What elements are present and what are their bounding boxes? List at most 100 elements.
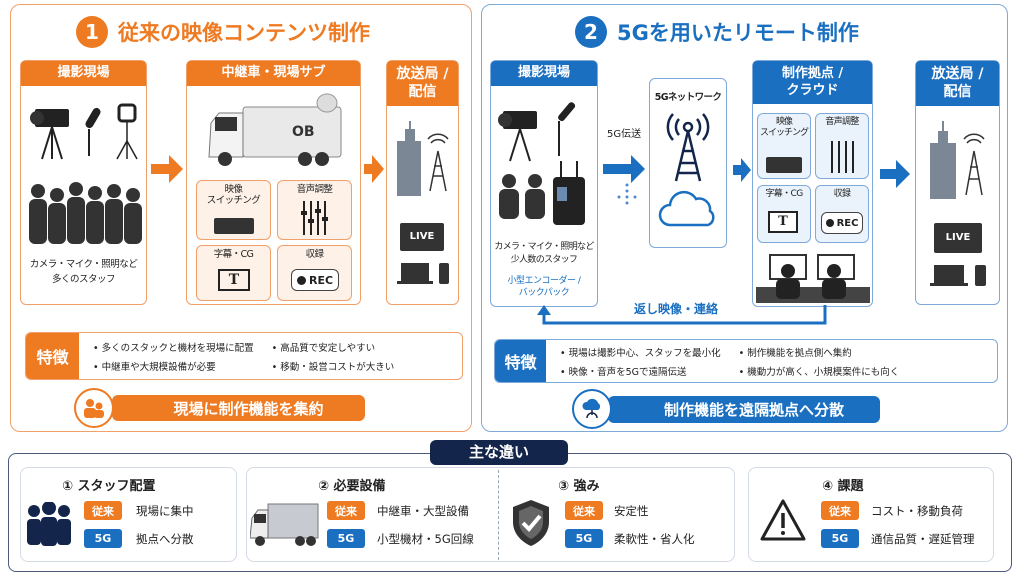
building-tower-icon [397,121,449,196]
5g-value: 小型機材・5G回線 [377,532,474,546]
traditional-panel [10,4,472,432]
difference-card [20,467,237,562]
card-title: ④ 課題 [822,479,864,494]
title-text: 従来の映像コンテンツ制作 [118,21,370,45]
number-badge: 2 [575,16,607,48]
laptop-phone-icon [930,265,986,286]
divider [498,470,499,560]
feature-item: • 現場は撮影中心、スタッフを最小化 [560,347,721,359]
function-switching: 映像 スイッチング [196,180,271,240]
ob-truck-icon [208,93,342,166]
features-label: 特徴 [495,340,546,382]
card-title: ③ 強み [558,479,600,494]
tag-traditional: 従来 [84,501,122,520]
features-label: 特徴 [26,333,79,379]
truck-icon [250,503,319,546]
staff-group-icon [29,182,142,244]
broadcast-box: 放送局 / 配信 LIVE [386,60,459,305]
remote-title: 2 5Gを用いたリモート制作 [575,16,859,48]
card-title: ① スタッフ配置 [62,479,156,494]
remote-summary: 制作機能を遠隔拠点へ分散 [608,396,880,423]
antenna-tower-icon [666,113,710,182]
site-caption: カメラ・マイク・照明など 多くのスタッフ [29,259,138,286]
tag-traditional: 従来 [327,501,365,520]
feature-item: • 機動力が高く、小規模案件にも向く [738,366,900,378]
site-box: 撮影現場 カメラ・マイク・照明など 多くのスタッフ [20,60,147,305]
live-tv-icon: LIVE [934,223,982,253]
function-graphics: 字幕・CG [196,245,271,301]
tag-5g: 5G [821,529,859,548]
remote-features: 特徴 • 現場は撮影中心、スタッフを最小化 • 制作機能を拠点側へ集約 • 映像… [494,339,998,383]
tag-5g: 5G [327,529,365,548]
fader-icon [831,141,854,173]
site-header: 撮影現場 [491,61,597,86]
ob-van-box: 中継車・現場サブ OB 映像 スイッチング 音声調整 字幕・CG 収録 T RE… [186,60,361,305]
feature-item: • 移動・設営コストが大きい [271,361,395,373]
arrow-right-icon [364,155,384,183]
tag-traditional: 従来 [821,501,859,520]
shield-check-icon [513,500,549,546]
laptop-phone-icon [397,263,449,284]
building-tower-icon [930,121,985,199]
ob-header: 中継車・現場サブ [187,61,360,86]
remote-site-box: 撮影現場 カメラ・マイク・照明など 少人数のスタッフ 小型エンコーダー / バッ… [490,60,598,307]
5g-value: 拠点へ分散 [136,532,194,546]
live-tv-icon: LIVE [400,223,444,251]
camera-mic-icon [498,102,585,225]
feature-item: • 映像・音声を5Gで遠隔伝送 [560,366,687,378]
tag-traditional: 従来 [565,501,603,520]
traditional-value: 安定性 [614,504,649,518]
5g-network-box: 5Gネットワーク [649,78,727,248]
rec-icon: REC [291,269,339,291]
return-feed-arrow [537,305,827,325]
network-label: 5Gネットワーク [654,92,722,103]
people-icon [74,388,114,428]
operators-icon [756,254,870,303]
traditional-summary: 現場に制作機能を集約 [112,395,365,421]
remote-panel [481,4,1008,432]
site-caption: カメラ・マイク・照明など 少人数のスタッフ [494,242,594,266]
feature-item: • 高品質で安定しやすい [271,342,376,354]
warning-icon [760,499,806,541]
differences-title: 主な違い [430,440,568,465]
switcher-icon [766,157,802,173]
return-feed-label: 返し映像・連絡 [634,302,719,316]
text-overlay-icon: T [218,269,250,291]
feature-item: • 制作機能を拠点側へ集約 [738,347,852,359]
site-header: 撮影現場 [21,61,146,86]
signal-dots-icon [617,183,637,205]
tag-5g: 5G [565,529,603,548]
broadcast-header: 放送局 / 配信 [916,61,999,106]
arrow-right-icon [151,155,183,183]
feature-item: • 中継車や大規模設備が必要 [93,361,216,373]
hub-header: 制作拠点 / クラウド [753,61,872,104]
number-badge: 1 [76,16,108,48]
encoder-caption: 小型エンコーダー / バックパック [507,276,581,298]
switcher-icon [214,218,254,234]
arrow-right-icon [603,155,645,183]
text-overlay-icon: T [768,211,798,233]
function-audio: 音声調整 [277,180,352,240]
transmission-label: 5G伝送 [607,129,642,140]
remote-broadcast-box: 放送局 / 配信 LIVE [915,60,1000,305]
rec-icon: REC [821,212,863,234]
feature-item: • 多くのスタックと機材を現場に配置 [93,342,254,354]
arrow-right-icon [733,158,751,182]
people-icon [27,502,71,546]
fader-icon [301,201,328,235]
5g-value: 通信品質・遅延管理 [871,532,975,546]
traditional-title: 1 従来の映像コンテンツ制作 [76,16,370,48]
title-text: 5Gを用いたリモート制作 [617,21,859,45]
traditional-value: 現場に集中 [136,504,194,518]
traditional-features: 特徴 • 多くのスタックと機材を現場に配置 • 高品質で安定しやすい • 中継車… [25,332,463,380]
arrow-right-icon [880,160,910,188]
ob-label: OB [292,124,315,140]
cloud-network-icon [572,389,612,429]
function-audio: 音声調整 [815,113,869,179]
broadcast-header: 放送局 / 配信 [387,61,458,106]
camera-mic-light-icon [30,103,138,160]
tag-5g: 5G [84,529,122,548]
traditional-value: 中継車・大型設備 [377,504,469,518]
cloud-icon [658,190,715,227]
production-hub-box: 制作拠点 / クラウド 映像 スイッチング 音声調整 字幕・CG 収録 T RE… [752,60,873,307]
